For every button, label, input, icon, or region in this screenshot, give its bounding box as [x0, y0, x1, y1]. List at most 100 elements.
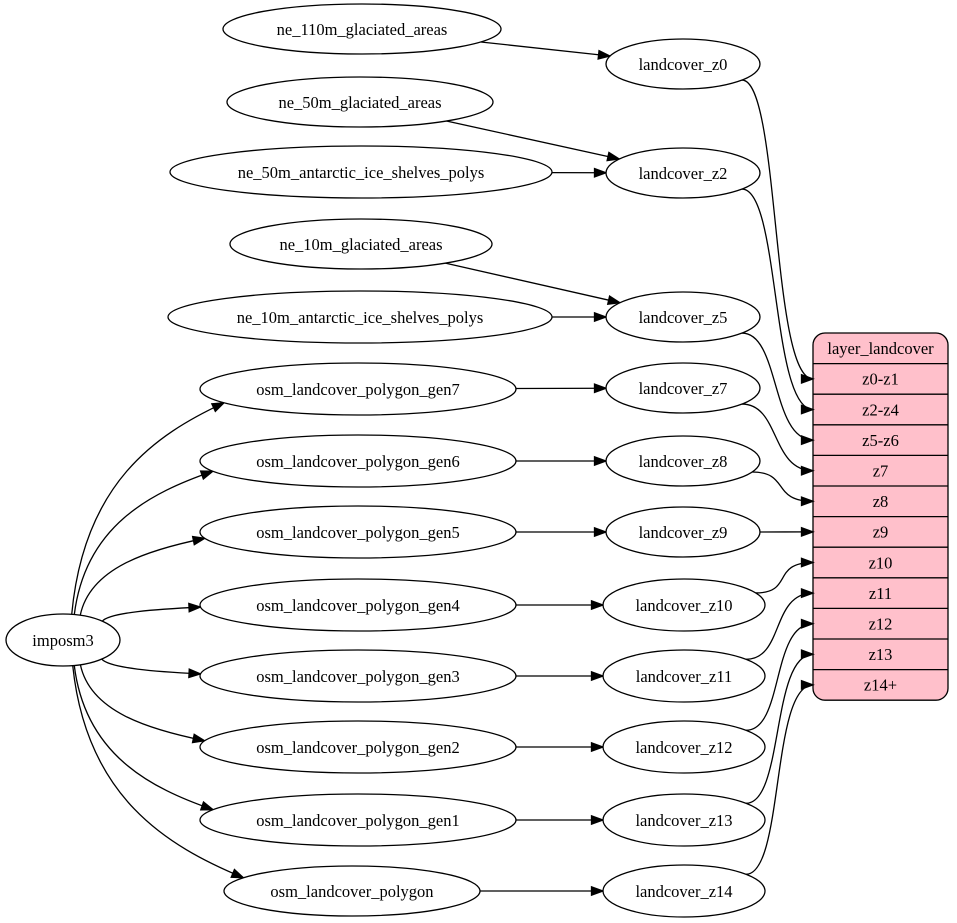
- node-label: landcover_z13: [635, 811, 732, 830]
- node-landcover_z5: landcover_z5: [605, 291, 761, 343]
- node-ellipse: [229, 218, 493, 270]
- arrowhead: [800, 618, 815, 629]
- edge-landcover_z14-to-layer_landcover-z14+: [745, 679, 815, 875]
- node-imposm3: imposm3: [5, 613, 121, 667]
- node-label: ne_10m_antarctic_ice_shelves_polys: [237, 308, 484, 327]
- node-label: osm_landcover_polygon_gen6: [256, 452, 459, 471]
- arrowhead: [199, 470, 215, 481]
- node-ellipse: [602, 793, 766, 847]
- arrowhead: [800, 465, 815, 476]
- edge-landcover_z2-to-layer_landcover-z2-z4: [741, 188, 815, 415]
- node-label: landcover_z8: [639, 452, 728, 471]
- arrowhead: [590, 814, 605, 826]
- node-label: landcover_z10: [635, 596, 732, 615]
- edge-ne_10m_glaciated_areas-to-landcover_z5: [445, 262, 622, 306]
- edge-imposm3-to-osm_landcover_polygon: [72, 665, 246, 879]
- edge-path: [445, 262, 621, 304]
- edge-landcover_z0-to-layer_landcover-z0-z1: [741, 79, 815, 385]
- edge-imposm3-to-osm_landcover_polygon_gen4: [101, 602, 203, 622]
- arrowhead: [606, 294, 622, 306]
- edge-path: [72, 665, 244, 879]
- edge-path: [480, 41, 611, 57]
- node-osm_landcover_polygon_gen6: osm_landcover_polygon_gen6: [199, 434, 517, 488]
- node-ellipse: [199, 578, 517, 632]
- node-label: osm_landcover_polygon_gen4: [256, 596, 459, 615]
- node-ne_10m_antarctic_ice_shelves_polys: ne_10m_antarctic_ice_shelves_polys: [167, 290, 553, 344]
- table-title: layer_landcover: [827, 339, 934, 358]
- node-ellipse: [199, 793, 517, 847]
- node-osm_landcover_polygon_gen2: osm_landcover_polygon_gen2: [199, 720, 517, 774]
- table-row-label: z7: [873, 461, 889, 480]
- arrowhead: [800, 557, 815, 568]
- edge-path: [73, 665, 214, 811]
- node-label: landcover_z0: [639, 55, 728, 74]
- node-label: osm_landcover_polygon: [270, 882, 433, 901]
- table-row-label: z10: [869, 553, 893, 572]
- edge-landcover_z5-to-layer_landcover-z5-z6: [741, 332, 815, 446]
- node-ne_110m_glaciated_areas: ne_110m_glaciated_areas: [222, 3, 502, 55]
- node-ellipse: [605, 506, 761, 558]
- node-ellipse: [167, 290, 553, 344]
- edge-path: [101, 606, 201, 622]
- arrowhead: [230, 868, 246, 879]
- node-label: osm_landcover_polygon_gen2: [256, 738, 459, 757]
- edge-osm_landcover_polygon_gen7-to-landcover_z7: [515, 383, 608, 394]
- table-row-label: z14+: [864, 676, 897, 695]
- node-label: landcover_z12: [635, 738, 732, 757]
- edge-ne_50m_antarctic_ice_shelves_polys-to-landcover_z2: [551, 167, 608, 178]
- node-ellipse: [226, 76, 494, 128]
- arrowhead: [191, 733, 207, 744]
- arrowhead: [800, 404, 815, 415]
- edge-landcover_z13-to-layer_landcover-z13: [746, 649, 815, 804]
- node-osm_landcover_polygon: osm_landcover_polygon: [223, 865, 481, 917]
- node-label: ne_50m_antarctic_ice_shelves_polys: [238, 163, 485, 182]
- node-ellipse: [223, 865, 481, 917]
- edge-ne_50m_glaciated_areas-to-landcover_z2: [446, 120, 622, 162]
- node-label: landcover_z11: [636, 667, 733, 686]
- edge-path: [746, 592, 814, 660]
- node-label: osm_landcover_polygon_gen7: [256, 380, 459, 399]
- table-row-label: z11: [869, 584, 892, 603]
- node-label: ne_110m_glaciated_areas: [277, 20, 448, 39]
- node-osm_landcover_polygon_gen5: osm_landcover_polygon_gen5: [199, 505, 517, 559]
- node-landcover_z12: landcover_z12: [602, 720, 766, 774]
- arrowhead: [590, 599, 605, 611]
- node-ellipse: [169, 145, 553, 199]
- node-landcover_z14: landcover_z14: [602, 864, 766, 918]
- arrowhead: [188, 668, 203, 679]
- node-ellipse: [605, 291, 761, 343]
- arrowhead: [800, 649, 815, 660]
- edge-path: [101, 658, 201, 675]
- table-row-label: z5-z6: [862, 431, 899, 450]
- edge-path: [73, 470, 214, 615]
- edge-landcover_z12-to-layer_landcover-z12: [746, 618, 815, 731]
- edge-ne_110m_glaciated_areas-to-landcover_z0: [480, 41, 612, 60]
- edge-path: [79, 537, 205, 616]
- node-ne_50m_antarctic_ice_shelves_polys: ne_50m_antarctic_ice_shelves_polys: [169, 145, 553, 199]
- node-ellipse: [605, 435, 761, 487]
- edge-path: [446, 120, 620, 160]
- node-label: osm_landcover_polygon_gen1: [256, 811, 459, 830]
- arrowhead: [191, 535, 207, 546]
- arrowhead: [199, 800, 215, 811]
- edge-landcover_z8-to-layer_landcover-z8: [752, 471, 815, 507]
- node-landcover_z10: landcover_z10: [602, 578, 766, 632]
- node-ellipse: [199, 362, 517, 416]
- arrowhead: [606, 151, 622, 162]
- table-row-label: z9: [873, 523, 889, 542]
- node-ellipse: [222, 3, 502, 55]
- arrowhead: [800, 434, 815, 446]
- edge-imposm3-to-osm_landcover_polygon_gen1: [73, 665, 215, 811]
- table-row-label: z13: [869, 645, 893, 664]
- edge-path: [746, 623, 814, 731]
- edge-imposm3-to-osm_landcover_polygon_gen2: [79, 664, 207, 744]
- node-label: osm_landcover_polygon_gen3: [256, 667, 459, 686]
- node-label: landcover_z5: [639, 308, 728, 327]
- edge-path: [741, 403, 814, 472]
- arrowhead: [800, 526, 815, 538]
- node-ellipse: [199, 505, 517, 559]
- edge-osm_landcover_polygon_gen4-to-landcover_z10: [516, 599, 605, 611]
- node-osm_landcover_polygon_gen4: osm_landcover_polygon_gen4: [199, 578, 517, 632]
- arrowhead: [800, 679, 815, 691]
